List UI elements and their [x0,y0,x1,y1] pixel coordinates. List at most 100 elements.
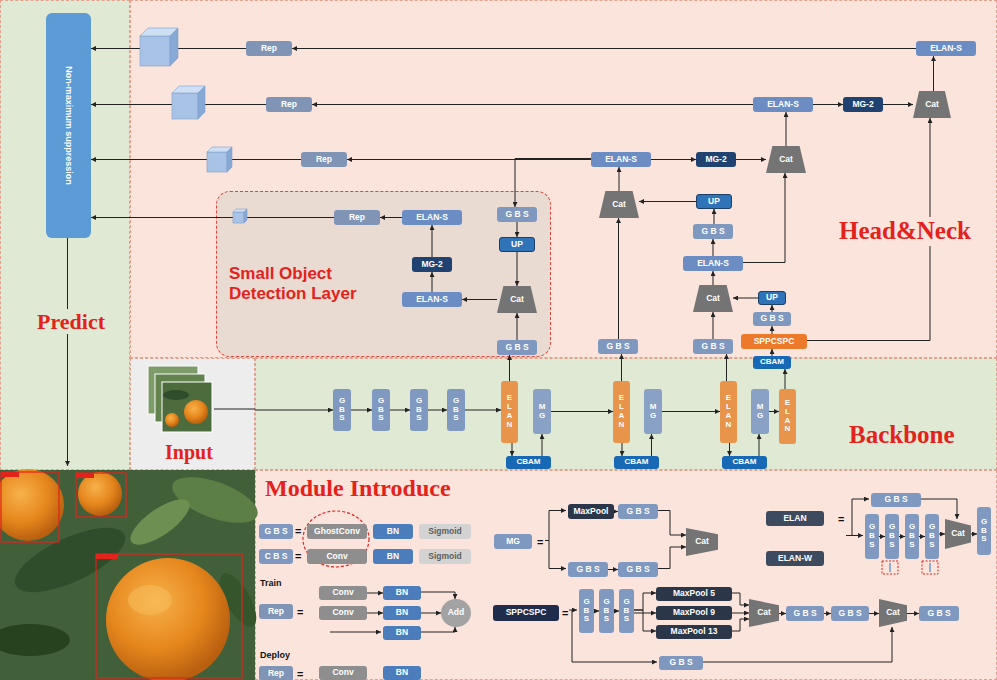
input-photo [155,374,205,422]
box-label: Cat [695,537,709,546]
box-label: G B S [505,210,528,219]
flow-wire [852,499,869,536]
data-flow-arrow [380,217,402,218]
output-cube [233,209,247,212]
box-label: G B S [669,658,692,667]
data-flow-arrow [658,547,686,569]
data-flow-arrow [736,159,766,160]
conv-block: Conv [319,586,367,600]
flow-wire [330,632,381,633]
flow-wire [846,535,863,536]
box-label: ELAN-S [416,213,448,222]
concat-trapezoid [766,146,806,173]
data-flow-arrow [432,225,433,257]
gbs-block: G B S [497,207,537,222]
maxpool-block: MaxPool 9 [656,606,732,620]
box-label: Conv [326,552,347,561]
box-label: G B S [452,397,460,423]
data-flow-arrow [91,48,246,49]
box-label: ELAN [784,399,792,434]
gbs-block: G B S [599,589,614,633]
concat-trapezoid [749,599,779,627]
data-flow-arrow [512,443,513,456]
data-flow-arrow [634,613,656,614]
concat-trapezoid [686,528,718,556]
data-flow-arrow [772,326,773,334]
box-label: G B S [626,507,649,516]
box-label: SPPCSPC [506,608,547,617]
box-label: Sigmoid [428,527,462,536]
data-flow-arrow [729,443,730,456]
result-photo [0,470,255,680]
data-flow-arrow [813,104,843,105]
output-cube [140,28,247,223]
maxpool-block: MaxPool [568,504,614,519]
box-label: G B S [888,523,896,549]
box-label: ELAN [725,394,733,429]
data-flow-arrow [921,499,957,519]
elan-block: ELAN [613,381,630,443]
data-flow-arrow [732,613,749,614]
box-label: MG-2 [421,260,442,269]
label-holder: = [297,664,303,680]
conv-block: Conv [307,549,367,564]
gbs-block: G B S [905,514,919,559]
flow-wire [214,409,255,410]
box-label: Rep [261,44,277,53]
data-flow-arrow [919,536,925,537]
box-label: Cat [779,155,793,164]
box-label: ELAN-S [697,259,729,268]
gbs-block: G B S [977,507,991,555]
data-flow-arrow [907,613,919,614]
box-label: G B S [908,523,916,549]
data-flow-arrow [714,209,715,224]
gbs-block: G B S [919,606,959,621]
nms-block: Non-maximum suppression [46,13,91,238]
gbs-block: G B S [372,389,390,431]
data-flow-arrow [428,410,447,411]
data-flow-arrow [732,593,749,605]
flow-wire [569,610,577,611]
rep-block: Rep [259,666,293,680]
box-label: UP [511,240,523,249]
gbs-block: G B S [753,312,791,326]
box-label: Cat [886,608,900,617]
elan-s-block: ELAN-S [591,152,651,167]
gbs-block: G B S [831,606,869,621]
output-cube [207,147,232,152]
cbam-block: CBAM [722,456,767,469]
gbs-block: G B S [925,514,939,559]
dashed-marker [882,561,938,574]
box-label: G B S [264,527,287,536]
box-label: G B S [760,314,783,323]
data-flow-arrow [594,611,599,612]
box-label: MG [538,403,546,421]
cbam-block: CBAM [753,356,791,369]
data-flow-arrow [515,159,591,208]
gbs-block: G B S [410,389,428,431]
data-flow-arrow [713,312,714,339]
region-title: Head&Neck [837,217,973,246]
equals-sign: = [537,536,543,548]
box-label: G B S [884,495,907,504]
flow-wire [68,238,870,662]
result-photo [1,472,19,477]
data-flow-arrow [421,627,455,632]
box-label: BN [396,588,408,597]
data-flow-arrow [367,613,383,614]
input-photo [163,390,189,400]
data-flow-arrow [421,592,455,599]
box-label: ELAN [783,514,806,523]
sigmoid-block: Sigmoid [419,549,471,564]
data-flow-arrow [883,104,913,105]
add-circle: Add [441,599,471,627]
result-photo [96,554,242,678]
bn-block: BN [383,626,421,640]
box-label: UP [766,293,778,302]
gbs-block: G B S [865,514,879,559]
elan-s-block: ELAN-S [916,41,976,56]
box-label: Add [448,608,465,617]
box-label: ELAN-W [778,554,812,563]
upsample-block: UP [696,194,732,209]
result-photo [1,472,59,542]
